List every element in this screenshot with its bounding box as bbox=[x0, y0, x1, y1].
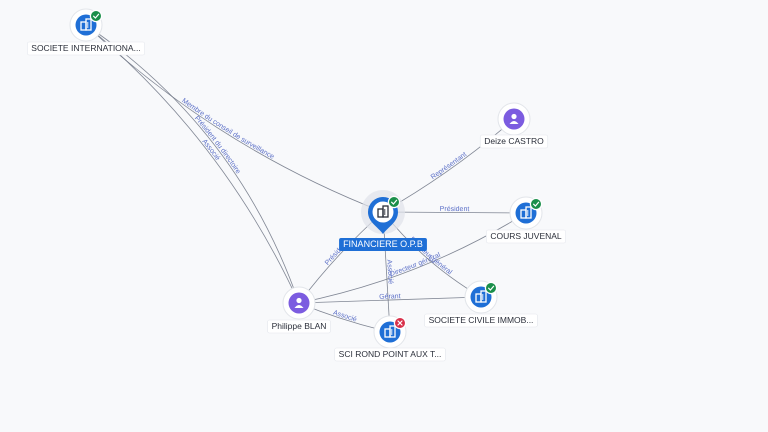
edge-financiere-deize: Représentant bbox=[382, 118, 515, 213]
edge-label: Membre du conseil de surveillance bbox=[180, 97, 275, 160]
node-philippe[interactable]: Philippe BLAN bbox=[267, 286, 331, 334]
node-label: Deize CASTRO bbox=[484, 136, 544, 146]
edge-line bbox=[298, 296, 482, 304]
node-label: COURS JUVENAL bbox=[490, 231, 562, 241]
active-status-icon bbox=[387, 195, 401, 209]
node-label: SCI ROND POINT AUX T... bbox=[339, 349, 442, 359]
edge-philippe-soc-intl: Associé bbox=[85, 24, 300, 304]
edge-label: Président bbox=[440, 206, 470, 213]
building-icon bbox=[377, 205, 389, 218]
node-label-box bbox=[424, 313, 538, 328]
building-icon bbox=[520, 206, 532, 219]
edge-line bbox=[85, 24, 300, 304]
node-cours[interactable]: COURS JUVENAL bbox=[486, 196, 566, 244]
closed-status-icon bbox=[393, 316, 407, 330]
node-label-box bbox=[26, 41, 146, 56]
node-label: Philippe BLAN bbox=[272, 321, 327, 331]
node-scimmo[interactable]: SOCIETE CIVILE IMMOB... bbox=[424, 280, 538, 328]
edge-line bbox=[298, 212, 527, 304]
node-deize[interactable]: Deize CASTRO bbox=[479, 102, 549, 149]
active-status-icon bbox=[529, 197, 543, 211]
node-label-box bbox=[339, 238, 427, 251]
edge-line bbox=[85, 24, 300, 304]
node-financiere[interactable]: FINANCIERE O.P.B bbox=[339, 190, 427, 251]
node-label-box bbox=[479, 134, 549, 149]
edge-label: Représentant bbox=[430, 151, 468, 181]
nodes-layer: SOCIETE INTERNATIONA... Deize CASTRO FINAN… bbox=[26, 8, 566, 362]
edge-philippe-scimmo: Gérant bbox=[298, 293, 482, 304]
node-sciround[interactable]: SCI ROND POINT AUX T... bbox=[334, 315, 446, 362]
edge-philippe-soc-intl: Président du directoire bbox=[85, 24, 300, 304]
edge-label: Associé bbox=[332, 309, 357, 323]
node-label-box bbox=[334, 347, 446, 362]
edge-label: Associé bbox=[385, 259, 393, 284]
active-status-icon bbox=[89, 9, 103, 23]
building-icon bbox=[80, 18, 92, 31]
person-icon bbox=[509, 113, 519, 124]
node-label-box bbox=[486, 229, 566, 244]
node-label: FINANCIERE O.P.B bbox=[343, 239, 423, 249]
edges-layer: Membre du conseil de surveillanceAssocié… bbox=[85, 24, 527, 333]
node-soc-intl[interactable]: SOCIETE INTERNATIONA... bbox=[26, 8, 146, 56]
building-icon bbox=[384, 325, 396, 338]
person-icon bbox=[294, 297, 304, 308]
node-label: SOCIETE CIVILE IMMOB... bbox=[429, 315, 534, 325]
active-status-icon bbox=[484, 281, 498, 295]
node-label-box bbox=[267, 319, 331, 334]
building-icon bbox=[475, 290, 487, 303]
edge-label: Gérant bbox=[379, 293, 401, 301]
node-label: SOCIETE INTERNATIONA... bbox=[31, 43, 140, 53]
